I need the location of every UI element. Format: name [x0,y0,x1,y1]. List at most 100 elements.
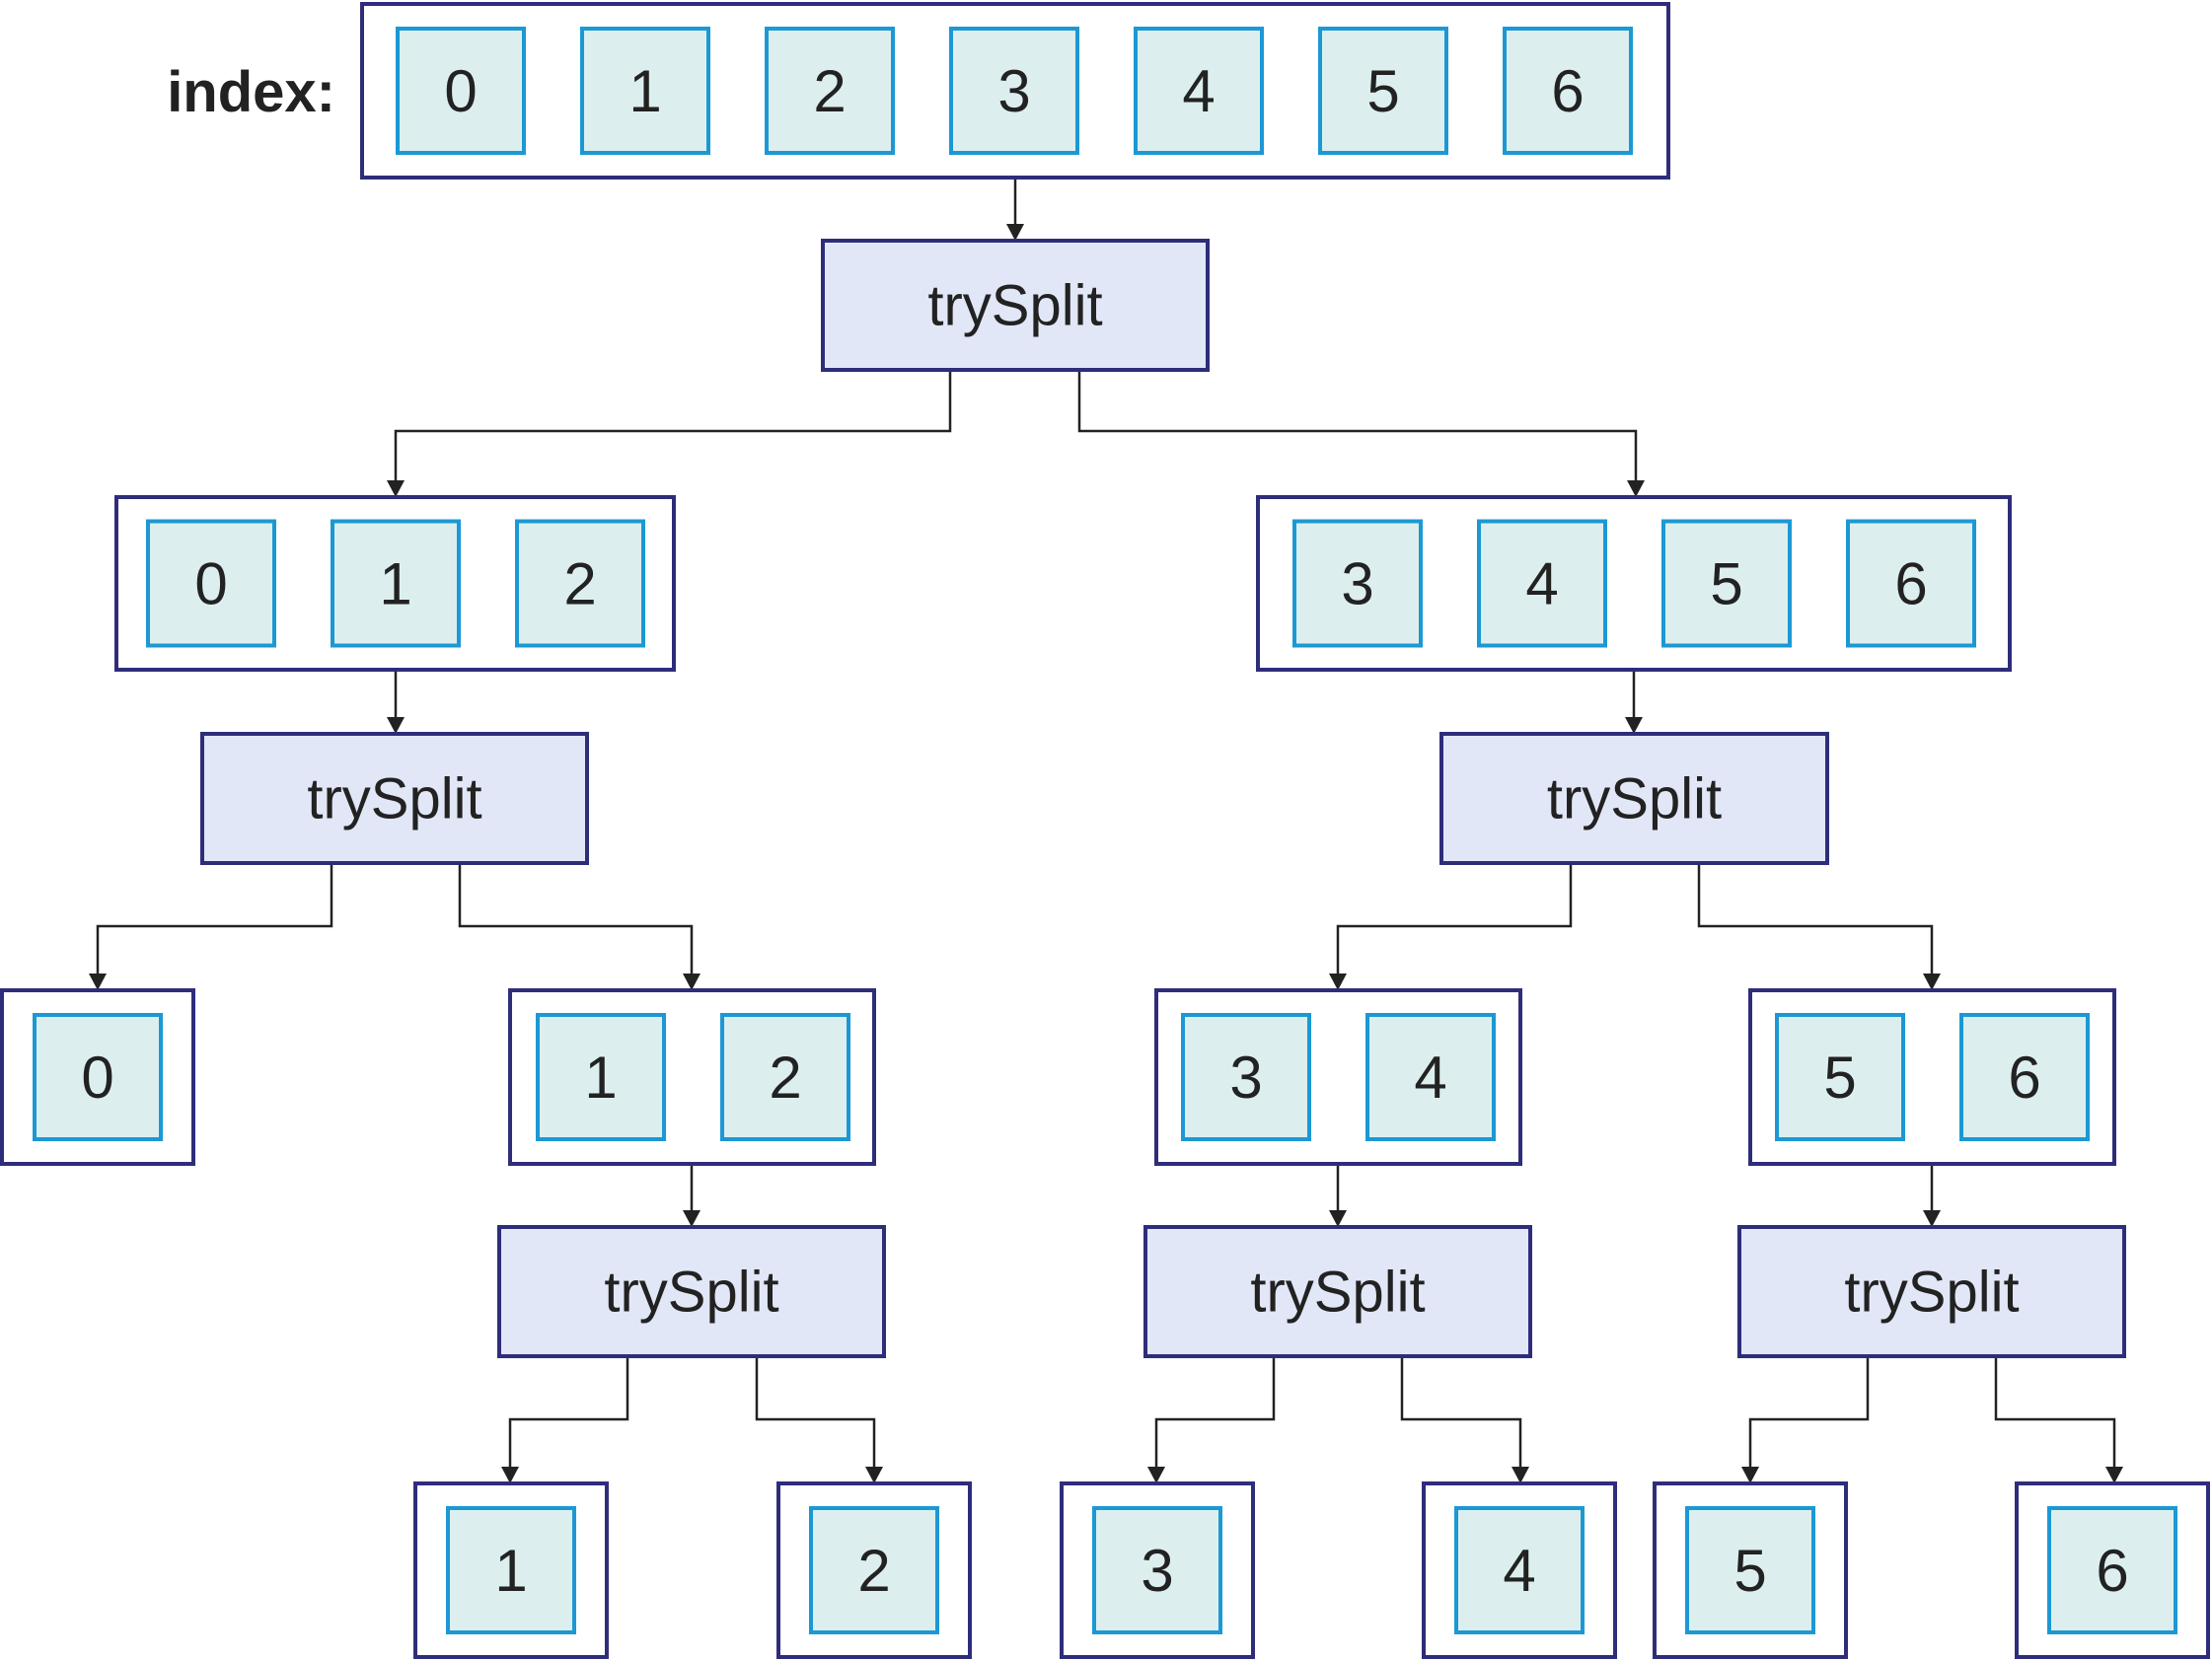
connector-line [394,370,952,483]
arrow-head [1627,480,1645,497]
index-cell [331,519,461,648]
try-split-label: trySplit [1250,1261,1425,1325]
arrow-head [501,1467,519,1483]
index-cell-value: 4 [1182,58,1215,124]
split-right-right: trySplit [1737,1225,2126,1358]
try-split-label: trySplit [927,274,1102,338]
arrow-head [683,974,700,990]
split-root: trySplit [821,239,1210,372]
group-left: 0 1 2 [114,495,676,672]
index-cell [33,1013,163,1141]
index-cell [1181,1013,1311,1141]
connector-line [508,1356,629,1470]
index-cell-value: 1 [494,1538,527,1604]
index-cell [146,519,276,648]
arrow-head [1625,717,1643,734]
index-cell [1503,27,1633,155]
group-right: 3 4 5 6 [1256,495,2012,672]
index-cell [2047,1506,2177,1634]
index-cell-value: 2 [857,1538,890,1604]
try-split-box [1737,1225,2126,1358]
index-cell [536,1013,666,1141]
index-cell [1846,519,1976,648]
index-cell-value: 5 [1823,1045,1856,1111]
connector-line [96,863,333,976]
index-cell-value: 2 [563,551,596,617]
arrow-head [1923,974,1941,990]
try-split-label: trySplit [604,1261,778,1325]
arrow-head [1512,1467,1529,1483]
split-left: trySplit [200,732,589,865]
connector-line [755,1356,876,1470]
index-cell [1134,27,1264,155]
connector-line [1994,1356,2116,1470]
index-cell-value: 4 [1525,551,1558,617]
index-cell [1775,1013,1905,1141]
arrow-head [1006,224,1024,241]
index-cell-value: 3 [1141,1538,1173,1604]
index-label: index: [167,60,335,124]
arrow-head [1147,1467,1165,1483]
connectors [89,178,2123,1483]
arrow-head [387,480,405,497]
connector-line [1400,1356,1522,1470]
index-cell-value: 3 [1229,1045,1262,1111]
arrow-head [387,717,405,734]
group-leaf-5: 5 [1653,1481,1848,1659]
index-cell-value: 1 [379,551,411,617]
index-cell [1661,519,1792,648]
try-split-box [200,732,589,865]
connector-line [1154,1356,1276,1470]
index-cell-value: 6 [1551,58,1584,124]
index-cell-value: 6 [1894,551,1927,617]
group-leaf-4: 4 [1422,1481,1617,1659]
index-cell [515,519,645,648]
arrow-head [89,974,107,990]
try-split-box [497,1225,886,1358]
index-cell [396,27,526,155]
index-cell [1959,1013,2090,1141]
try-split-box [1439,732,1829,865]
group-leaf-2: 2 [776,1481,972,1659]
index-cell [1365,1013,1496,1141]
split-right-left: trySplit [1143,1225,1532,1358]
index-cell-value: 6 [2008,1045,2040,1111]
index-cell [1092,1506,1222,1634]
index-cell-value: 1 [584,1045,617,1111]
group-left-left: 0 [0,988,195,1166]
index-cell-value: 0 [194,551,227,617]
try-split-label: trySplit [1547,767,1722,831]
arrow-head [2105,1467,2123,1483]
index-cell [765,27,895,155]
index-cell [809,1506,939,1634]
index-cell-value: 5 [1733,1538,1766,1604]
index-cell [1292,519,1423,648]
index-cell [720,1013,850,1141]
index-cell-value: 3 [1341,551,1373,617]
try-split-label: trySplit [307,767,481,831]
index-cell [1685,1506,1815,1634]
index-cell-value: 5 [1710,551,1742,617]
index-cell-value: 4 [1503,1538,1535,1604]
try-split-box [821,239,1210,372]
arrow-head [1329,974,1347,990]
index-cell-value: 2 [813,58,846,124]
index-cell-value: 6 [2096,1538,2128,1604]
arrow-head [1923,1210,1941,1227]
connector-line [1748,1356,1870,1470]
arrow-head [1329,1210,1347,1227]
connector-line [1077,370,1638,483]
index-cell-value: 0 [81,1045,113,1111]
split-right: trySplit [1439,732,1829,865]
index-cell [1454,1506,1585,1634]
connector-line [1336,863,1573,976]
index-cell [949,27,1079,155]
index-cell-value: 1 [628,58,661,124]
arrow-head [683,1210,700,1227]
group-leaf-6: 6 [2015,1481,2210,1659]
